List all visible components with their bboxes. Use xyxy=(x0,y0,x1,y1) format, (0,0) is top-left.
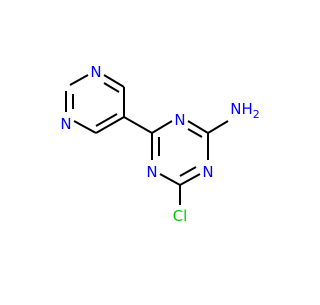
bond-c-amine xyxy=(207,120,229,134)
atom-pyrimidine-n-top: N xyxy=(90,63,101,81)
atom-amine: NH2 xyxy=(230,100,260,121)
bond-pyr-c2-n1 xyxy=(69,74,89,86)
bond-pyr-n1-c6 xyxy=(103,74,125,88)
bond-tri-n-right-c-bottom xyxy=(179,173,201,186)
atom-pyrimidine-n-left: N xyxy=(60,115,71,133)
molecule-diagram: N N N N N NH2 Cl xyxy=(60,63,260,225)
bond-pyr-c4-n3 xyxy=(73,120,97,134)
bond-tri-c-bottom-n-left xyxy=(159,173,181,186)
atom-triazine-n-bottom-right: N xyxy=(202,163,213,181)
bond-tri-c1-n-top xyxy=(151,120,173,134)
atom-chlorine: Cl xyxy=(173,207,188,225)
atom-triazine-n-bottom-left: N xyxy=(146,163,157,181)
bond-tri-n-top-c-right-inner xyxy=(187,128,203,138)
bond-tri-n-right-c-bottom-inner xyxy=(179,166,197,177)
bond-pyr-c5-c4 xyxy=(95,116,125,134)
atom-triazine-n-top: N xyxy=(174,111,185,129)
amine-subscript: 2 xyxy=(253,108,260,121)
molecule-structure: N N N N N NH2 Cl xyxy=(60,63,260,225)
bond-bridge xyxy=(123,116,153,134)
bond-tri-n-top-c-right xyxy=(187,120,209,134)
amine-label: NH xyxy=(230,100,253,118)
bond-pyr-c5-c4-inner xyxy=(95,113,118,127)
bond-pyr-n1-c6-inner xyxy=(103,82,120,93)
